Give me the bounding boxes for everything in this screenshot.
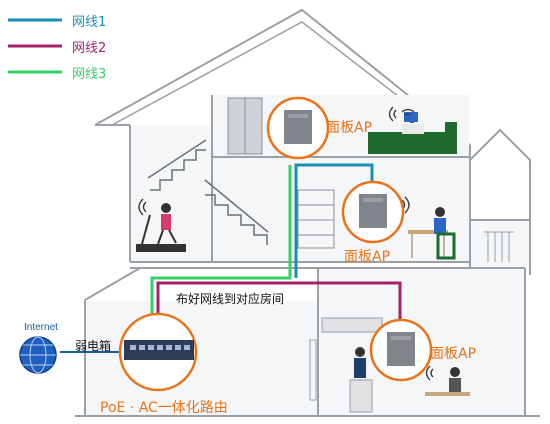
wifi-icon-kitchen [425,365,434,381]
kitchen [321,317,470,413]
desk-with-person [408,207,456,260]
house-structure [75,8,540,417]
ap-middle-label: 面板AP [344,249,391,265]
lower-left-cabinet [309,339,317,401]
cable-1 [294,163,374,278]
cable-lines [60,163,402,353]
ap-middle [341,180,405,244]
cabling-note: 布好网线到对应房间 [176,292,285,306]
staircase [147,139,269,245]
treadmill-runner [136,203,186,252]
ap-top-label: 面板AP [326,120,373,136]
ap-top [266,96,330,160]
balcony [484,231,514,262]
person-on-bed [402,112,424,134]
router [118,312,198,392]
wardrobe [227,97,263,155]
ap-bottom [369,318,433,382]
router-label: PoE · AC一体化路由 [100,400,228,416]
internet-globe-icon [19,336,57,374]
bed [368,122,457,154]
legend-label-1: 网线1 [72,15,107,30]
ap-bottom-label: 面板AP [430,346,477,362]
wifi-icon-runner [138,198,147,216]
legend [8,18,62,74]
wifi-icon-top-ap [388,106,397,122]
legend-label-3: 网线3 [72,67,107,82]
weak-box-label: 弱电箱 [75,339,112,353]
bookshelf [297,189,335,249]
cable-3 [150,165,292,320]
internet-label: Internet [24,322,58,333]
legend-label-2: 网线2 [72,41,107,56]
cable-2 [156,281,402,345]
wifi-icon-bed [401,108,415,116]
